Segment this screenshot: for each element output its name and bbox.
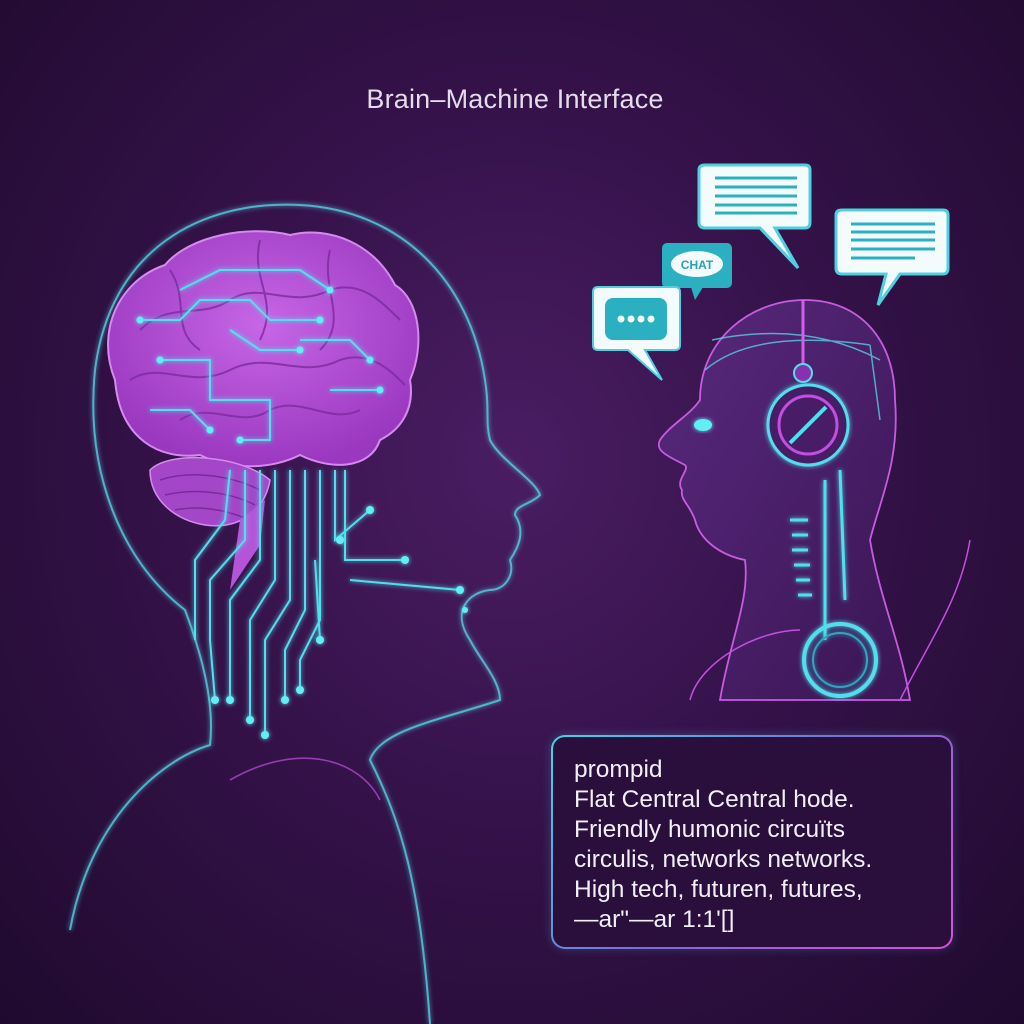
prompt-line: Flat Central Central hode. — [574, 786, 855, 813]
human-head-profile — [69, 203, 542, 1024]
circuit-traces — [136, 269, 468, 739]
speech-bubble-lines-right — [834, 208, 950, 306]
page-title: Brain–Machine Interface — [366, 84, 664, 114]
speech-bubble-chat: CHAT — [662, 243, 732, 300]
speech-bubble-typing — [592, 286, 681, 381]
prompt-line: circulis, networks networks. — [574, 846, 873, 873]
speech-bubble-lines-top — [697, 163, 812, 270]
brain — [107, 230, 420, 590]
robot-ear-disc — [766, 383, 850, 467]
robot-eye — [694, 419, 712, 431]
prompt-line: Friendly humonic circuïts — [574, 816, 845, 843]
chat-label: CHAT — [681, 258, 714, 272]
prompt-line: High tech, futuren, futures, — [574, 876, 863, 903]
prompt-heading: prompid — [574, 756, 663, 783]
chest-ring — [802, 622, 878, 698]
robot-head — [657, 299, 971, 701]
prompt-text-box: prompid Flat Central Central hode. Frien… — [551, 735, 953, 949]
prompt-line: —ar"—ar 1:1'[] — [574, 906, 735, 933]
